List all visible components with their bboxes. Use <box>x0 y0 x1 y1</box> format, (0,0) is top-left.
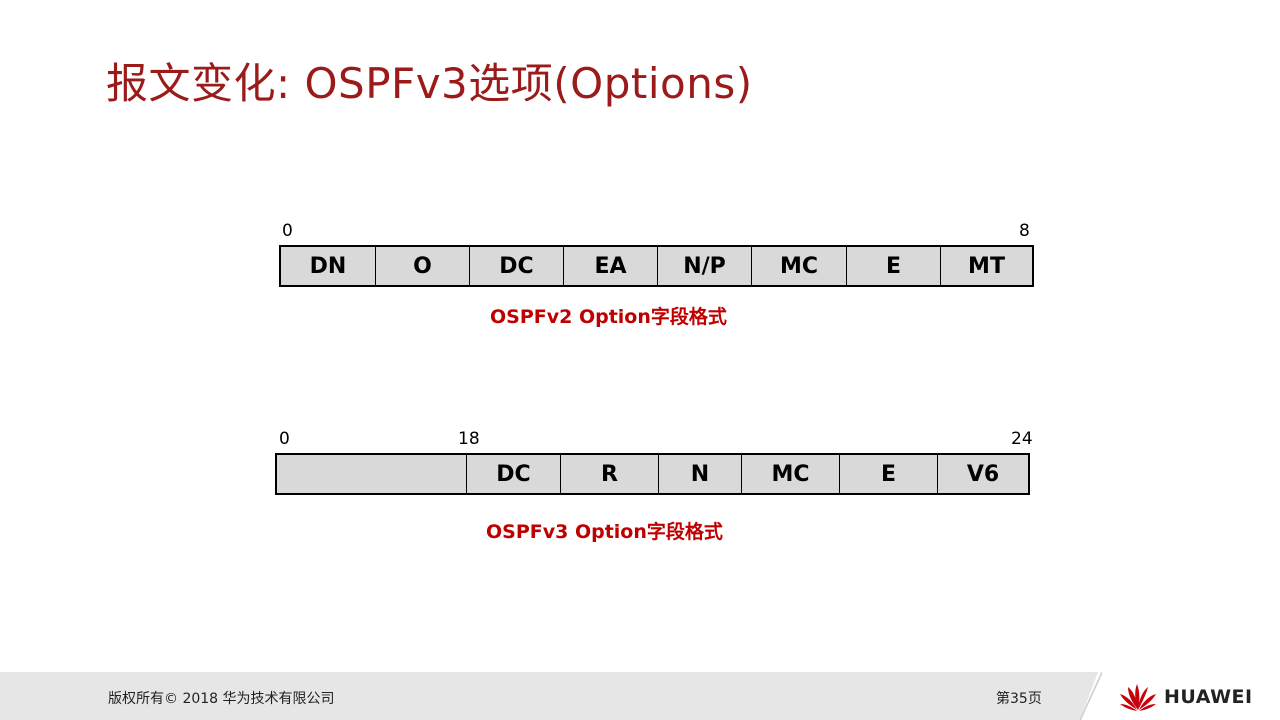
v2-field-e: E <box>847 247 941 285</box>
v2-field-ea: EA <box>564 247 658 285</box>
page-title: 报文变化: OSPFv3选项(Options) <box>106 59 753 108</box>
v2-field-mc: MC <box>752 247 847 285</box>
huawei-logo: HUAWEI <box>1118 682 1253 712</box>
v3-mid-bit: 18 <box>458 429 480 449</box>
v3-field-mc: MC <box>742 455 840 493</box>
v2-field-dc: DC <box>470 247 564 285</box>
v3-field-r: R <box>561 455 659 493</box>
footer: 版权所有© 2018 华为技术有限公司 第35页 HUAWEI <box>0 672 1280 720</box>
v2-start-bit: 0 <box>282 221 293 241</box>
v3-field-n: N <box>659 455 742 493</box>
footer-divider <box>1080 672 1102 720</box>
v3-field-v6: V6 <box>966 461 1000 487</box>
v2-field-np: N/P <box>658 247 752 285</box>
v3-field-e: E <box>840 455 938 493</box>
brand-name: HUAWEI <box>1164 686 1253 708</box>
v3-end-bit: 24 <box>1011 429 1033 449</box>
v2-field-dn: DN <box>281 247 376 285</box>
v2-end-bit: 8 <box>1019 221 1030 241</box>
page-number: 第35页 <box>996 691 1042 707</box>
v2-field-o: O <box>376 247 470 285</box>
copyright-text: 版权所有© 2018 华为技术有限公司 <box>108 691 335 707</box>
v3-field-dc: DC <box>467 455 561 493</box>
v3-field-reserved <box>277 455 467 493</box>
huawei-flower-icon <box>1120 684 1156 711</box>
v2-caption: OSPFv2 Option字段格式 <box>490 306 727 328</box>
v2-option-fields: DN O DC EA N/P MC E MT <box>279 245 1034 287</box>
v3-start-bit: 0 <box>279 429 290 449</box>
footer-logo-area <box>1080 672 1280 720</box>
v2-field-mt: MT <box>968 253 1005 279</box>
v3-option-fields: DC R N MC E V6 <box>275 453 1030 495</box>
v3-caption: OSPFv3 Option字段格式 <box>486 521 723 543</box>
